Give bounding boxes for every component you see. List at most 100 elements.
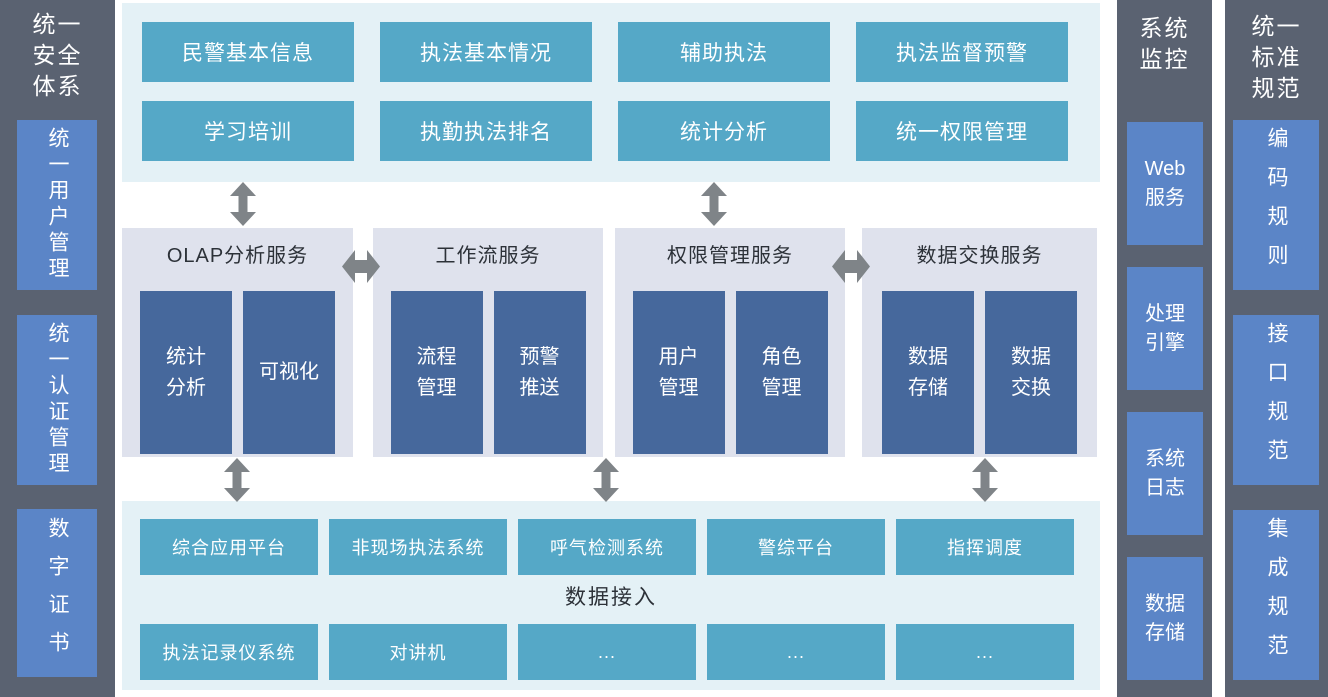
up-down-arrow-icon xyxy=(593,458,619,502)
monitor-item-processing-engine: 处理 引擎 xyxy=(1127,267,1203,390)
card-line: 统计 xyxy=(166,345,206,368)
item-line: 处理 xyxy=(1145,302,1185,325)
data-access-panel: 综合应用平台 非现场执法系统 呼气检测系统 警综平台 指挥调度 数据接入 执法记… xyxy=(122,501,1100,690)
item-label: 编码规则 xyxy=(1265,127,1288,283)
card-line: 交换 xyxy=(1011,376,1051,399)
card-line: 可视化 xyxy=(259,361,319,383)
left-right-arrow-icon xyxy=(832,250,870,283)
card-line: 数据 xyxy=(908,345,948,368)
service-card-role-management: 角色 管理 xyxy=(735,291,828,454)
system-monitoring-column: 系统 监控 Web 服务 处理 引擎 系统 日志 数据 存储 xyxy=(1117,0,1212,697)
card-line: 数据 xyxy=(1011,345,1051,368)
app-block-duty-enforcement-ranking: 执勤执法排名 xyxy=(380,101,592,161)
card-line: 推送 xyxy=(519,376,560,399)
unified-security-column: 统一 安全 体系 统一用户管理 统一认证管理 数字证书 xyxy=(0,0,115,697)
item-line: 数据 xyxy=(1145,592,1185,615)
card-line: 分析 xyxy=(166,376,206,399)
service-group-title: 权限管理服务 xyxy=(667,245,793,267)
app-block-learning-training: 学习培训 xyxy=(142,101,354,161)
access-row-1: 综合应用平台 非现场执法系统 呼气检测系统 警综平台 指挥调度 xyxy=(122,519,1100,575)
left-right-arrow-icon xyxy=(342,250,380,283)
service-group-olap-analysis: OLAP分析服务 统计 分析 可视化 xyxy=(122,228,353,457)
service-group-workflow: 工作流服务 流程 管理 预警 推送 xyxy=(373,228,603,457)
item-label: 数字证书 xyxy=(46,517,69,669)
service-cards: 数据 存储 数据 交换 xyxy=(862,291,1097,454)
security-item-unified-user-management: 统一用户管理 xyxy=(17,120,97,290)
service-cards: 流程 管理 预警 推送 xyxy=(373,291,603,454)
unified-security-title: 统一 安全 体系 xyxy=(0,9,115,102)
source-walkie-talkie: 对讲机 xyxy=(329,624,507,680)
data-access-label: 数据接入 xyxy=(565,586,657,609)
item-label: 统一用户管理 xyxy=(46,127,69,283)
app-block-enforcement-basic-status: 执法基本情况 xyxy=(380,22,592,82)
monitor-item-web-service: Web 服务 xyxy=(1127,122,1203,245)
monitor-item-system-log: 系统 日志 xyxy=(1127,412,1203,535)
source-comprehensive-application-platform: 综合应用平台 xyxy=(140,519,318,575)
service-card-data-storage: 数据 存储 xyxy=(882,291,974,454)
app-block-enforcement-supervision-warning: 执法监督预警 xyxy=(856,22,1068,82)
service-group-title: 工作流服务 xyxy=(435,245,541,267)
up-down-arrow-icon xyxy=(230,182,256,226)
item-label: 集成规范 xyxy=(1265,517,1288,673)
source-breath-test-system: 呼气检测系统 xyxy=(518,519,696,575)
title-line: 统一 xyxy=(32,11,83,37)
app-block-statistical-analysis: 统计分析 xyxy=(618,101,830,161)
card-line: 流程 xyxy=(416,345,457,368)
up-down-arrow-icon xyxy=(701,182,727,226)
up-down-arrow-icon xyxy=(972,458,998,502)
service-group-permission-management: 权限管理服务 用户 管理 角色 管理 xyxy=(615,228,845,457)
application-row-2: 学习培训 执勤执法排名 统计分析 统一权限管理 xyxy=(122,101,1100,161)
unified-standards-column: 统一 标准 规范 编码规则 接口规范 集成规范 xyxy=(1225,0,1328,697)
source-offsite-enforcement-system: 非现场执法系统 xyxy=(329,519,507,575)
title-line: 标准 xyxy=(1251,44,1302,70)
item-line: 存储 xyxy=(1145,621,1185,644)
card-line: 管理 xyxy=(761,376,802,399)
security-item-digital-certificate: 数字证书 xyxy=(17,509,97,677)
application-row-1: 民警基本信息 执法基本情况 辅助执法 执法监督预警 xyxy=(122,22,1100,82)
card-line: 管理 xyxy=(658,376,699,399)
title-line: 监控 xyxy=(1139,46,1190,72)
standards-item-coding-rules: 编码规则 xyxy=(1233,120,1319,290)
service-card-warning-push: 预警 推送 xyxy=(493,291,586,454)
up-down-arrow-icon xyxy=(224,458,250,502)
service-cards: 用户 管理 角色 管理 xyxy=(615,291,845,454)
source-body-camera-system: 执法记录仪系统 xyxy=(140,624,318,680)
item-line: 引擎 xyxy=(1145,331,1185,354)
standards-item-interface-specification: 接口规范 xyxy=(1233,315,1319,485)
service-group-title: OLAP分析服务 xyxy=(166,245,309,267)
source-ellipsis: ... xyxy=(707,624,885,680)
service-card-visualization: 可视化 xyxy=(243,291,335,454)
service-card-statistical-analysis: 统计 分析 xyxy=(140,291,232,454)
title-line: 规范 xyxy=(1251,75,1302,101)
item-line: 系统 xyxy=(1145,447,1185,470)
card-line: 用户 xyxy=(658,345,699,368)
source-command-dispatch: 指挥调度 xyxy=(896,519,1074,575)
card-line: 角色 xyxy=(761,345,802,368)
monitor-item-data-storage: 数据 存储 xyxy=(1127,557,1203,680)
card-line: 预警 xyxy=(519,345,560,368)
service-card-data-exchange: 数据 交换 xyxy=(985,291,1077,454)
item-label: 统一认证管理 xyxy=(46,322,69,478)
service-group-title: 数据交换服务 xyxy=(916,245,1043,267)
source-ellipsis: ... xyxy=(896,624,1074,680)
unified-standards-title: 统一 标准 规范 xyxy=(1225,11,1328,104)
security-item-unified-auth-management: 统一认证管理 xyxy=(17,315,97,485)
source-police-comprehensive-platform: 警综平台 xyxy=(707,519,885,575)
source-ellipsis: ... xyxy=(518,624,696,680)
item-line: Web xyxy=(1144,157,1186,180)
access-row-2: 执法记录仪系统 对讲机 ... ... ... xyxy=(122,624,1100,680)
item-line: 服务 xyxy=(1145,186,1185,209)
service-group-data-exchange: 数据交换服务 数据 存储 数据 交换 xyxy=(862,228,1097,457)
service-cards: 统计 分析 可视化 xyxy=(122,291,353,454)
service-card-process-management: 流程 管理 xyxy=(390,291,483,454)
service-card-user-management: 用户 管理 xyxy=(632,291,725,454)
app-block-police-basic-info: 民警基本信息 xyxy=(142,22,354,82)
system-monitoring-title: 系统 监控 xyxy=(1117,13,1212,75)
card-line: 存储 xyxy=(908,376,948,399)
title-line: 统一 xyxy=(1251,13,1302,39)
card-line: 管理 xyxy=(416,376,457,399)
application-layer-panel: 民警基本信息 执法基本情况 辅助执法 执法监督预警 学习培训 执勤执法排名 统计… xyxy=(122,3,1100,182)
title-line: 体系 xyxy=(32,73,83,99)
standards-item-integration-specification: 集成规范 xyxy=(1233,510,1319,680)
